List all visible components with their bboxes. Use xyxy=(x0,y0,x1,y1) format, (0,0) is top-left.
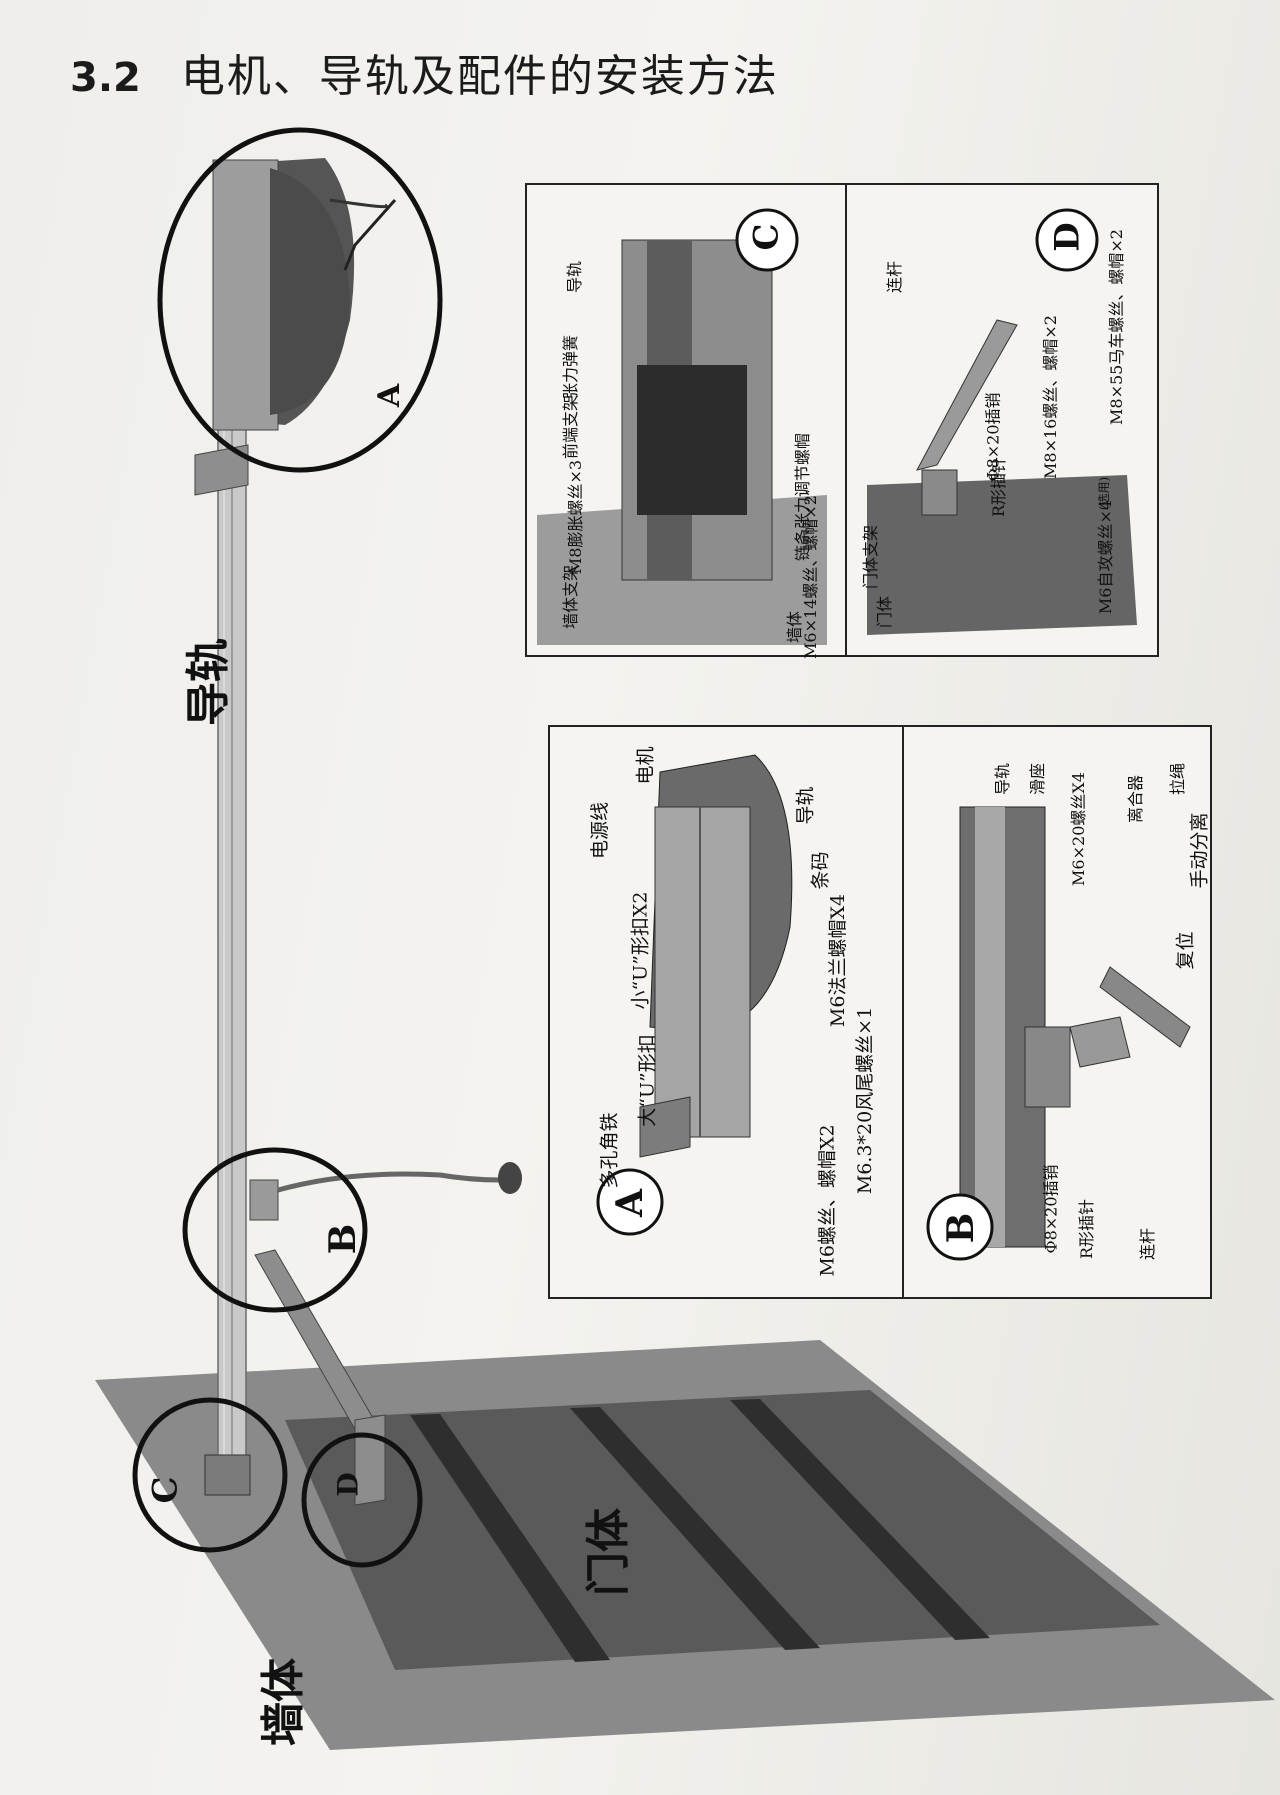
a-label-screws-nuts: M6螺丝、螺帽X2 xyxy=(816,1124,839,1277)
a-label-big-u: 大“U”形扣 xyxy=(636,1034,659,1127)
circle-a-letter: A xyxy=(372,383,408,408)
c-label-expansion: M8膨胀螺丝×3 xyxy=(566,459,586,575)
callout-circle-c xyxy=(132,1397,288,1553)
panel-c-letter: C xyxy=(746,223,787,251)
b-label-reset: 复位 xyxy=(1174,931,1197,970)
door-label: 门体 xyxy=(583,1508,634,1596)
wall-label: 墙体 xyxy=(258,1658,309,1746)
callout-circle-d xyxy=(301,1432,423,1568)
a-label-motor: 电机 xyxy=(634,746,657,785)
panel-ab: A B 电机 导轨 电源线 条码 小“U”形扣X2 大“U”形扣 多孔角铁 M6… xyxy=(548,725,1212,1299)
a-label-tail-screw: M6.3*20风尾螺丝×1 xyxy=(854,1006,877,1195)
c-label-spring: 张力弹簧 xyxy=(561,334,581,400)
callout-circle-a xyxy=(157,127,443,473)
d-label-bolt: M8×16螺丝、螺帽×2 xyxy=(1040,315,1060,479)
circle-d-letter: D xyxy=(331,1472,365,1497)
a-label-rail: 导轨 xyxy=(794,786,817,825)
panel-a-letter: A xyxy=(608,1189,651,1217)
section-title: 电机、导轨及配件的安装方法 xyxy=(180,51,779,102)
section-heading: 3.2 电机、导轨及配件的安装方法 xyxy=(70,40,779,104)
motor-unit xyxy=(194,158,397,496)
d-label-door-bracket: 门体支架 xyxy=(861,524,881,590)
b-label-manual-release: 手动分离 xyxy=(1188,812,1211,889)
d-label-door: 门体 xyxy=(875,595,895,629)
b-label-rail: 导轨 xyxy=(993,762,1013,796)
d-label-carriage-bolt: M8×55马车螺丝、螺帽×2 xyxy=(1106,229,1126,425)
c-label-rail: 导轨 xyxy=(565,260,585,294)
b-label-r-pin: R形插针 xyxy=(1077,1198,1097,1260)
a-label-flange-nut: M6法兰螺帽X4 xyxy=(827,893,850,1028)
d-label-r-pin: R形插针 xyxy=(989,456,1009,518)
rail-label: 导轨 xyxy=(183,638,234,726)
a-label-small-u: 小“U”形扣X2 xyxy=(629,891,652,1010)
b-label-clutch: 离合器 xyxy=(1126,774,1146,824)
panel-b-letter: B xyxy=(940,1212,983,1244)
panel-cd: C D 导轨 张力弹簧 前端支架 M8膨胀螺丝×3 墙体支架 链条张力调节螺帽 … xyxy=(525,183,1159,659)
panel-ab-divider xyxy=(902,727,904,1297)
panel-d-letter: D xyxy=(1047,222,1088,252)
b-label-link-rod: 连杆 xyxy=(1138,1227,1158,1261)
a-label-power: 电源线 xyxy=(589,801,612,860)
b-label-screws: M6×20螺丝X4 xyxy=(1068,772,1088,886)
circle-b-letter: B xyxy=(322,1223,365,1255)
c-label-wall-bracket: 墙体支架 xyxy=(561,564,581,630)
d-label-self-tap-note: (选用) xyxy=(1097,476,1112,511)
b-label-pin: Φ8×20插销 xyxy=(1041,1164,1061,1254)
c-label-front-bracket: 前端支架 xyxy=(561,394,581,460)
b-label-pull-cord: 拉绳 xyxy=(1168,762,1188,796)
a-label-angle-iron: 多孔角铁 xyxy=(598,1112,621,1189)
c-label-wall: 墙体 xyxy=(785,610,805,644)
circle-c-letter: C xyxy=(145,1476,186,1504)
d-label-link-rod: 连杆 xyxy=(885,260,905,294)
b-label-slider: 滑座 xyxy=(1028,762,1048,796)
a-label-barcode: 条码 xyxy=(809,851,832,890)
panel-divider xyxy=(845,185,847,655)
panel-ab-drawing xyxy=(596,754,1191,1261)
d-label-self-tap: M6自攻螺丝×4 xyxy=(1096,499,1116,615)
callout-circle-b xyxy=(182,1147,368,1313)
front-wall-bracket xyxy=(204,1454,251,1496)
panel-cd-drawing xyxy=(537,208,1137,645)
section-number: 3.2 xyxy=(70,55,141,101)
